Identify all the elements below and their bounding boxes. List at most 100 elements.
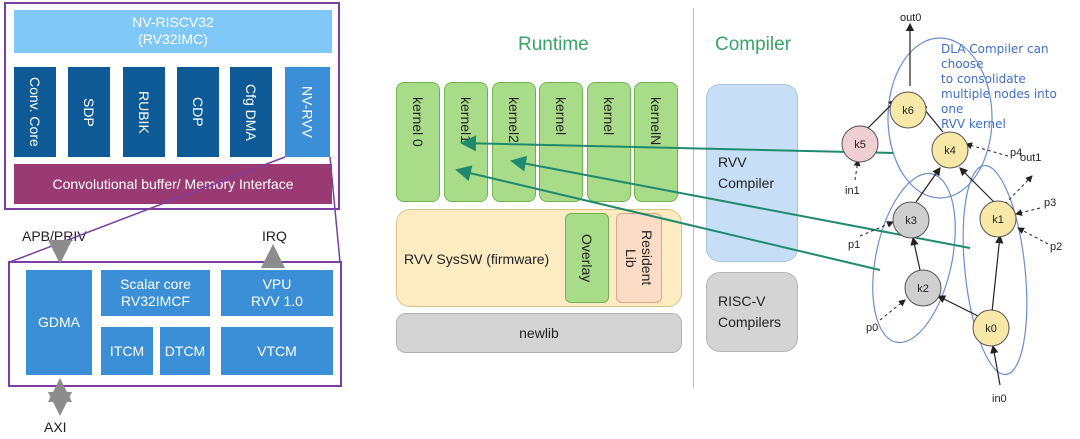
riscv-compilers-line2: Compilers xyxy=(718,314,782,330)
label-out0: out0 xyxy=(900,12,921,24)
label-p3: p3 xyxy=(1044,197,1056,209)
label-in0: in0 xyxy=(992,393,1007,405)
port-out1-edge xyxy=(1004,175,1033,205)
unit-cdp-label: CDP xyxy=(190,97,206,127)
kernel-3-label: kernel xyxy=(553,97,569,136)
unit-rubik-label: RUBIK xyxy=(136,90,152,134)
vtcm-label: VTCM xyxy=(257,342,297,359)
kernel-0: kernel 0 xyxy=(396,82,440,202)
irq-label: IRQ xyxy=(262,228,287,244)
map-arrow-k6-to-kernel0 xyxy=(460,135,894,154)
note-line-3: multiple nodes into one xyxy=(941,87,1057,116)
edge-k1-to-k4 xyxy=(959,167,995,203)
kernel-1-label: kernel1 xyxy=(458,97,474,143)
unit-cfg-dma: Cfg DMA xyxy=(230,67,272,157)
rvv-compiler-line1: RVV xyxy=(718,154,747,170)
runtime-header: Runtime xyxy=(518,34,589,55)
itcm-label: ITCM xyxy=(109,342,145,359)
scalar-core-block: Scalar core RV32IMCF xyxy=(101,270,210,316)
unit-conv-core: Conv. Core xyxy=(14,67,56,157)
edge-k2-to-k3 xyxy=(910,236,921,271)
label-in1: in1 xyxy=(845,185,860,197)
scalar-core-title: Scalar core xyxy=(120,276,191,292)
node-k3: k3 xyxy=(892,201,930,239)
rvv-subsystem-frame xyxy=(8,261,342,387)
note-line-1: DLA Compiler can choose xyxy=(941,42,1049,71)
unit-cdp: CDP xyxy=(177,67,219,157)
unit-sdp-label: SDP xyxy=(81,97,97,127)
node-k6-label: k6 xyxy=(902,105,914,117)
vtcm-block: VTCM xyxy=(221,327,333,375)
newlib-box: newlib xyxy=(396,313,682,353)
axi-label: AXI xyxy=(44,419,67,435)
node-k5: k5 xyxy=(841,125,879,163)
edge-k3-to-k4 xyxy=(915,167,941,203)
vpu-title: VPU xyxy=(262,276,292,292)
label-out1: out1 xyxy=(1020,152,1041,164)
resident-lib-line2: Lib xyxy=(623,248,639,268)
kernel-n-label: kernelN xyxy=(648,97,664,146)
edge-k0-to-k1 xyxy=(991,234,1004,313)
node-k1-label: k1 xyxy=(992,214,1004,226)
riscv-compilers-line1: RISC-V xyxy=(718,293,766,309)
rvv-syssw-label: RVV SysSW (firmware) xyxy=(404,251,550,267)
note-line-4: RVV kernel xyxy=(941,117,1006,131)
conv-buffer-label: Convolutional buffer/ Memory Interface xyxy=(52,176,294,192)
node-k2-label: k2 xyxy=(917,283,929,295)
node-k2: k2 xyxy=(904,269,942,307)
vpu-isa: RVV 1.0 xyxy=(251,293,303,309)
dtcm-block: DTCM xyxy=(160,327,210,375)
nvriscv-title: NV-RISCV32 xyxy=(132,14,214,30)
overlay-box: Overlay xyxy=(565,213,609,303)
node-k5-label: k5 xyxy=(854,139,866,151)
map-arrow-k1-to-kernel2 xyxy=(510,155,971,249)
nvrvv-expand-line-left xyxy=(9,156,286,263)
port-in1-edge xyxy=(853,159,861,181)
itcm-block: ITCM xyxy=(101,327,153,375)
label-p1: p1 xyxy=(848,239,860,251)
kernel-2: kernel2 xyxy=(492,82,536,202)
unit-nv-rvv: NV-RVV xyxy=(285,67,330,157)
map-arrow-k2-to-kernel1 xyxy=(455,165,881,271)
edge-in0 xyxy=(990,344,1001,386)
unit-rubik: RUBIK xyxy=(123,67,165,157)
group-k1-k0 xyxy=(962,164,1028,376)
newlib-label: newlib xyxy=(519,325,559,341)
nvrvv-expand-line-right xyxy=(329,156,341,263)
conv-buffer-bar: Convolutional buffer/ Memory Interface xyxy=(14,164,332,204)
edge-k0-to-k2 xyxy=(936,295,983,319)
dtcm-label: DTCM xyxy=(164,342,206,359)
section-divider xyxy=(693,8,694,388)
overlay-label: Overlay xyxy=(579,233,595,283)
scalar-core-isa: RV32IMCF xyxy=(121,293,190,309)
nvriscv-subtitle: (RV32IMC) xyxy=(138,31,208,47)
node-k0: k0 xyxy=(972,309,1010,347)
node-k6: k6 xyxy=(889,91,927,129)
kernel-4-label: kernel xyxy=(601,97,617,136)
rvv-compiler-line2: Compiler xyxy=(718,175,775,191)
group-k3-k2 xyxy=(872,172,956,344)
kernel-2-label: kernel2 xyxy=(506,97,522,143)
riscv-compilers-box: RISC-V Compilers xyxy=(706,272,798,352)
node-k0-label: k0 xyxy=(985,323,997,335)
note-line-2: to consolidate xyxy=(941,72,1026,86)
port-p4-edge xyxy=(965,142,1009,157)
dla-compiler-note: DLA Compiler can choose to consolidate m… xyxy=(941,42,1077,132)
port-p2-edge xyxy=(1017,227,1049,245)
kernel-n: kernelN xyxy=(634,82,678,202)
gdma-label: GDMA xyxy=(38,314,80,330)
nvriscv-bar: NV-RISCV32 (RV32IMC) xyxy=(14,10,332,53)
group-k6-k5-k4 xyxy=(887,37,993,199)
port-p0-edge xyxy=(879,299,906,321)
compiler-header: Compiler xyxy=(715,34,792,55)
label-p4: p4 xyxy=(1010,147,1022,159)
nvdla-frame xyxy=(4,2,340,210)
kernel-3: kernel xyxy=(539,82,583,202)
unit-cfg-dma-label: Cfg DMA xyxy=(243,83,259,141)
unit-sdp: SDP xyxy=(68,67,110,157)
node-k4-label: k4 xyxy=(944,145,956,157)
unit-conv-core-label: Conv. Core xyxy=(27,77,43,147)
